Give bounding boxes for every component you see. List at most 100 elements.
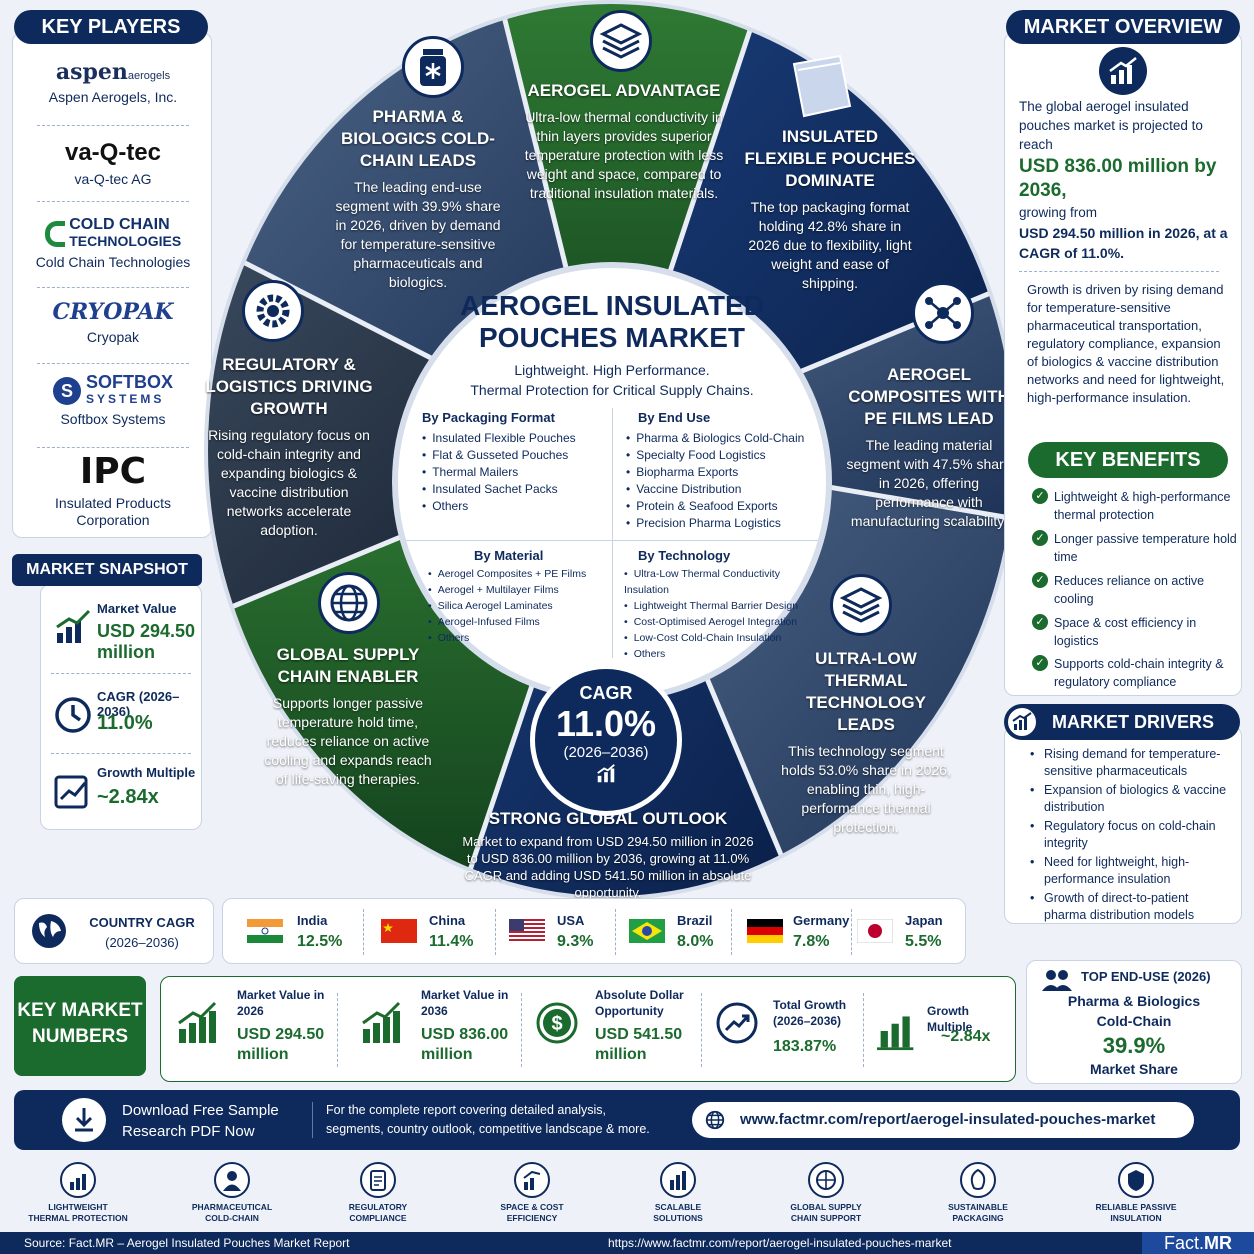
pouch-icon xyxy=(784,54,858,120)
list-item: Regulatory focus on cold-chain integrity xyxy=(1028,818,1234,851)
germany-flag-icon xyxy=(747,919,783,943)
list-item: Flat & Gusseted Pouches xyxy=(422,447,608,464)
drivers-list: Rising demand for temperature-sensitive … xyxy=(1028,746,1234,926)
chart-up-icon xyxy=(597,764,615,783)
divider xyxy=(851,909,852,955)
divider xyxy=(363,909,364,955)
divider xyxy=(615,909,616,955)
list-item: Aerogel Composites + PE Films xyxy=(428,566,612,582)
list-item: Need for lightweight, high-performance i… xyxy=(1028,854,1234,887)
factmr-logo: Fact.MR xyxy=(1142,1232,1254,1254)
list-item: Cost-Optimised Aerogel Integration xyxy=(624,614,804,630)
report-url-link[interactable]: www.factmr.com/report/aerogel-insulated-… xyxy=(692,1102,1194,1138)
company-vaqtec[interactable]: va-Q-tec va-Q-tec AG xyxy=(25,139,201,187)
usa-flag-icon xyxy=(509,919,545,943)
list-item: Thermal Mailers xyxy=(422,464,608,481)
sustainable-icon xyxy=(960,1162,996,1198)
segment-pouches: INSULATED FLEXIBLE POUCHES DOMINATE The … xyxy=(744,127,916,291)
segment-composites: AEROGEL COMPOSITES WITH PE FILMS LEAD Th… xyxy=(846,365,1012,529)
tagline: Lightweight. High Performance.Thermal Pr… xyxy=(470,362,754,398)
divider xyxy=(1019,271,1219,272)
company-aspen[interactable]: aspenaerogels Aspen Aerogels, Inc. xyxy=(25,59,201,105)
china-flag-icon xyxy=(381,919,417,943)
drivers-chart-icon xyxy=(1006,706,1038,738)
check-icon: ✓ xyxy=(1032,655,1048,671)
bar-growth-icon xyxy=(362,1001,401,1043)
material-heading: By Material xyxy=(474,548,544,563)
divider xyxy=(37,201,189,202)
footer-source: Source: Fact.MR – Aerogel Insulated Pouc… xyxy=(24,1236,350,1250)
segment-regulatory: REGULATORY & LOGISTICS DRIVING GROWTH Ri… xyxy=(205,355,373,538)
bar-chart-icon xyxy=(56,609,91,643)
list-item: Precision Pharma Logistics xyxy=(626,515,826,532)
divider xyxy=(51,753,191,754)
company-name: va-Q-tec AG xyxy=(74,171,152,187)
segment-advantage-bg xyxy=(500,2,760,450)
lightweight-icon xyxy=(60,1162,96,1198)
download-icon[interactable] xyxy=(62,1098,106,1142)
divider xyxy=(731,909,732,955)
list-item: Silica Aerogel Laminates xyxy=(428,598,612,614)
overview-value: USD 836.00 million by 2036, xyxy=(1019,156,1217,201)
overview-intro: The global aerogel insulated pouches mar… xyxy=(1019,99,1203,152)
country-cagr-panel: India 12.5% China 11.4% USA 9.3% Brazil … xyxy=(222,898,966,964)
list-item: Aerogel + Multilayer Films xyxy=(428,582,612,598)
company-cryopak[interactable]: CRYOPAK Cryopak xyxy=(25,299,201,345)
snapshot-title: MARKET SNAPSHOT (2026) xyxy=(12,554,202,610)
list-item: Others xyxy=(624,646,804,662)
growth-icon xyxy=(1099,47,1147,95)
layers-icon xyxy=(590,10,652,72)
key-players-title: KEY PLAYERS xyxy=(14,10,208,44)
segment-supply: GLOBAL SUPPLY CHAIN ENABLER Supports lon… xyxy=(264,645,432,787)
bars-icon xyxy=(877,1016,914,1051)
list-item: Others xyxy=(428,630,612,646)
list-item: Vaccine Distribution xyxy=(626,481,826,498)
clock-icon xyxy=(55,697,91,733)
top-end-use-value: 39.9% xyxy=(1102,1033,1166,1058)
svg-text:$: $ xyxy=(551,1013,562,1035)
pharmaceutical-icon xyxy=(214,1162,250,1198)
list-item: Lightweight Thermal Barrier Design xyxy=(624,598,804,614)
list-item: Expansion of biologics & vaccine distrib… xyxy=(1028,782,1234,815)
divider xyxy=(37,447,189,448)
list-item: Insulated Sachet Packs xyxy=(422,481,608,498)
bar-growth-icon xyxy=(178,1001,217,1043)
divider xyxy=(863,993,864,1067)
divider xyxy=(51,673,191,674)
list-item: Aerogel-Infused Films xyxy=(428,614,612,630)
key-numbers-panel: Market Value in 2026 USD 294.50 million … xyxy=(160,976,1016,1082)
drivers-title: MARKET DRIVERS xyxy=(1004,704,1240,740)
segment-thermal: ULTRA-LOW THERMAL TECHNOLOGY LEADS This … xyxy=(781,649,951,835)
list-item: Low-Cost Cold-Chain Insulation xyxy=(624,630,804,646)
footer-url[interactable]: https://www.factmr.com/report/aerogel-in… xyxy=(608,1236,952,1250)
india-flag-icon xyxy=(247,919,283,943)
company-name: Insulated Products Corporation xyxy=(55,495,171,528)
footer: Source: Fact.MR – Aerogel Insulated Pouc… xyxy=(0,1232,1254,1254)
network-icon xyxy=(912,282,974,344)
shield-icon xyxy=(1118,1162,1154,1198)
key-players-panel: aspenaerogels Aspen Aerogels, Inc. va-Q-… xyxy=(12,32,212,538)
list-item: Protein & Seafood Exports xyxy=(626,498,826,515)
country-cagr-label-panel: COUNTRY CAGR(2026–2036) xyxy=(14,898,214,964)
overview-panel: The global aerogel insulated pouches mar… xyxy=(1004,32,1242,696)
end-use-heading: By End Use xyxy=(638,410,711,425)
download-description: For the complete report covering detaile… xyxy=(326,1103,650,1136)
list-item: Growth of direct-to-patient pharma distr… xyxy=(1028,890,1234,923)
globe-icon xyxy=(318,572,380,634)
divider xyxy=(337,993,338,1067)
technology-list: Ultra-Low Thermal Conductivity Insulatio… xyxy=(624,566,804,662)
company-ipc[interactable]: IPC Insulated Products Corporation xyxy=(25,453,201,529)
overview-drivers-text: Growth is driven by rising demand for te… xyxy=(1027,282,1225,405)
